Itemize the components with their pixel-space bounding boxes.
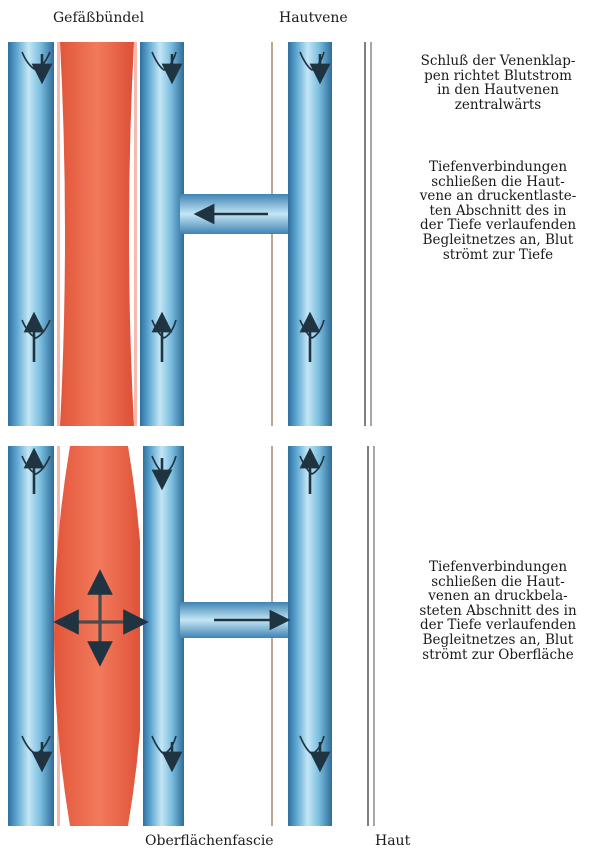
artery-top xyxy=(60,42,134,426)
superficial-vein-bottom xyxy=(288,446,332,826)
top-panel xyxy=(8,42,371,426)
superficial-vein-top xyxy=(288,42,332,426)
deep-vein-left-bottom xyxy=(8,446,54,826)
deep-vein-right-top xyxy=(140,42,184,426)
deep-vein-right-bottom xyxy=(143,446,184,826)
deep-vein-left-top xyxy=(8,42,54,426)
bottom-panel xyxy=(8,446,374,826)
